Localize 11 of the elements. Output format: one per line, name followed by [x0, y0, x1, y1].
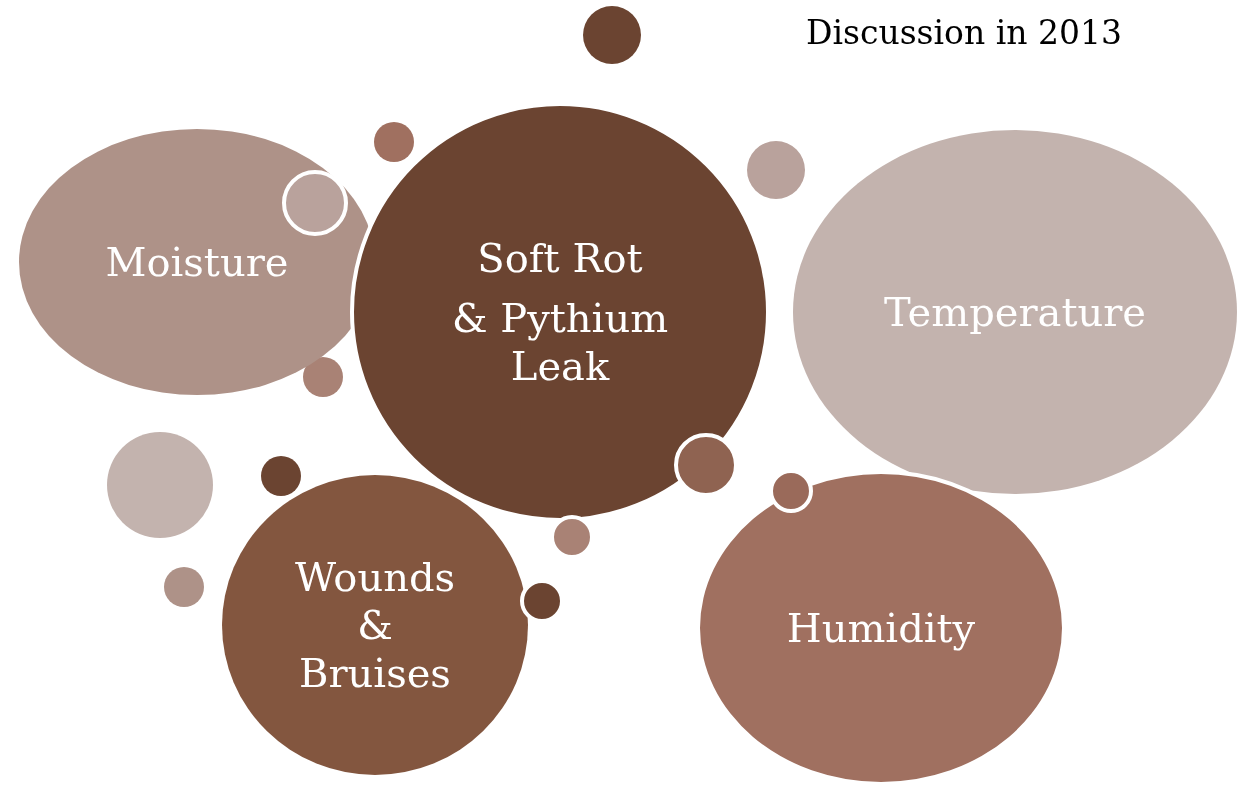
bubble-label: Temperature [883, 288, 1147, 336]
bubble-label: Humidity [786, 604, 976, 652]
bubble-label: Soft Rot [477, 234, 643, 282]
decorative-circle [747, 141, 805, 199]
decorative-circle [261, 456, 301, 496]
bubble-label: Wounds & Bruises [293, 553, 457, 697]
heading-text: Discussion in 2013 [806, 12, 1122, 54]
bubble-label: & Pythium Leak [450, 294, 670, 390]
bubble-label: Moisture [105, 238, 289, 286]
decorative-circle [164, 567, 204, 607]
decorative-circle [583, 6, 641, 64]
